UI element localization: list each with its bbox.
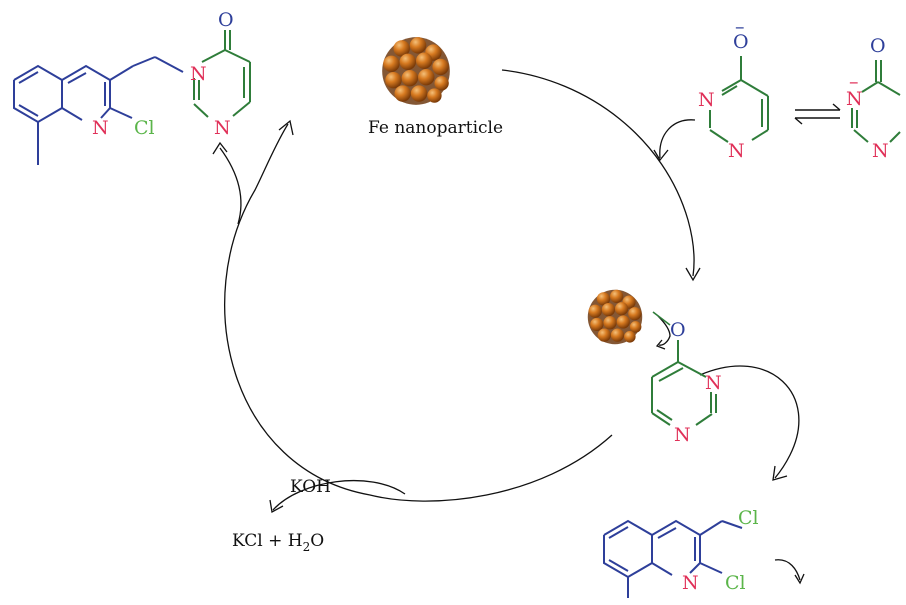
chloromethyl-cl: Cl bbox=[738, 507, 759, 529]
quinoline-n: N bbox=[682, 572, 699, 594]
product-o: O bbox=[218, 9, 234, 31]
cycle-arrowhead-down bbox=[685, 267, 701, 282]
ring-cl: Cl bbox=[725, 572, 746, 594]
cycle-arrowhead-up bbox=[278, 119, 294, 136]
cycle-arrow-left bbox=[224, 123, 613, 502]
product-molecule: N N O N Cl bbox=[13, 9, 251, 165]
anion-n1: N bbox=[698, 89, 715, 111]
tautomer-n3: N bbox=[872, 140, 889, 162]
product-n1: N bbox=[190, 63, 207, 85]
nucleophilic-attack-arrow bbox=[699, 365, 800, 479]
chloromethyl-quinoline: N Cl Cl bbox=[603, 507, 759, 598]
product-quinoline-n: N bbox=[92, 117, 109, 139]
fe-o-bond bbox=[652, 311, 671, 326]
cl-leaving-arrowhead bbox=[794, 573, 805, 585]
anion-o: O bbox=[733, 31, 749, 53]
electron-push-arrow bbox=[657, 315, 671, 346]
bound-o: O bbox=[670, 319, 686, 341]
catalytic-cycle bbox=[212, 69, 805, 585]
tautomer-n-charge: – bbox=[849, 71, 859, 93]
koh-label: KOH bbox=[290, 477, 331, 497]
koh-arrow bbox=[272, 479, 406, 511]
pyrimidinone-tautomer: O N – N bbox=[846, 35, 901, 162]
fe-caption: Fe nanoparticle bbox=[368, 118, 503, 138]
cycle-arrow-top-right bbox=[501, 69, 695, 277]
product-n3: N bbox=[214, 117, 231, 139]
anion-n3: N bbox=[728, 140, 745, 162]
product-release-arrowhead bbox=[212, 141, 228, 155]
product-release-arrow bbox=[219, 147, 242, 225]
fe-bound-pyrimidinolate: O N N bbox=[651, 319, 722, 446]
fe-nanoparticle-bound-icon bbox=[587, 289, 643, 345]
electron-push-arrowhead bbox=[655, 339, 666, 350]
substrate-entry-arrowhead bbox=[653, 149, 669, 162]
bound-n1: N bbox=[705, 372, 722, 394]
nucleophilic-attack-arrowhead bbox=[772, 465, 788, 481]
tautomer-n1: N bbox=[846, 88, 863, 110]
bound-n3: N bbox=[674, 424, 691, 446]
product-cl: Cl bbox=[134, 117, 155, 139]
pyrimidinolate-anion: O – N N bbox=[698, 16, 769, 162]
substrate-entry-arrow bbox=[659, 119, 696, 159]
byproduct-label: KCl + H2O bbox=[232, 531, 324, 554]
cl-leaving-arrow bbox=[774, 559, 801, 581]
tautomer-equilibrium bbox=[794, 103, 841, 125]
fe-nanoparticle-icon bbox=[382, 37, 450, 105]
tautomer-o: O bbox=[870, 35, 886, 57]
koh-arrowhead bbox=[269, 499, 284, 514]
anion-o-charge: – bbox=[735, 16, 745, 38]
